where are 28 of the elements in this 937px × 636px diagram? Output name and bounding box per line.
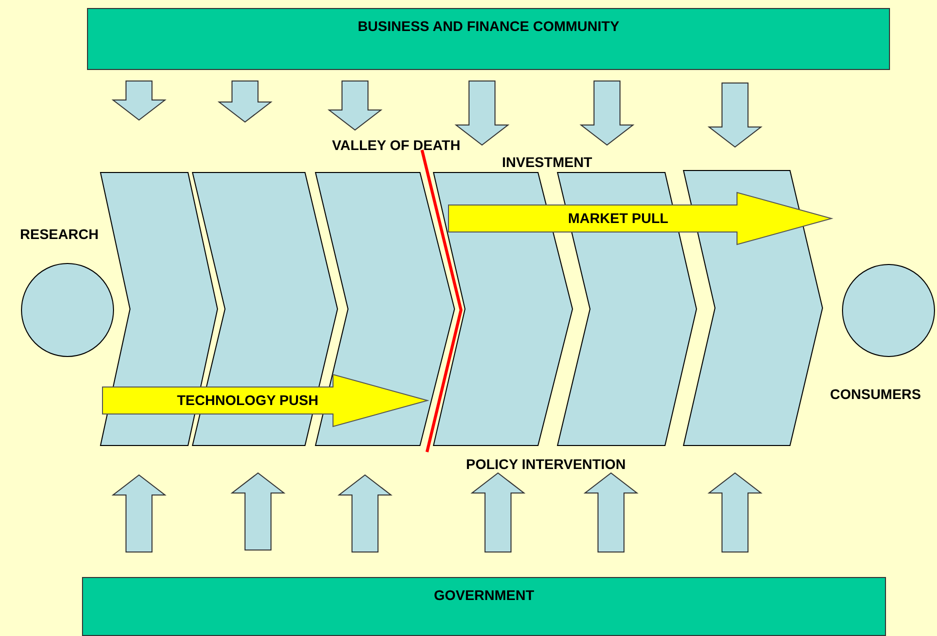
annotation-label: INVESTMENT: [502, 154, 592, 170]
annotation-label: RESEARCH: [20, 226, 99, 242]
circle-node: [842, 264, 935, 357]
chevron-stage: [557, 172, 697, 446]
organization-box: [82, 577, 886, 636]
block-arrow: [584, 472, 638, 552]
block-arrow: [112, 474, 166, 552]
block-arrow: [470, 472, 526, 552]
block-arrow: [338, 474, 392, 552]
annotation-label: CONSUMERS: [830, 386, 922, 402]
block-arrow: [708, 472, 762, 552]
block-arrow: [218, 80, 272, 123]
block-arrow: [112, 80, 166, 121]
banner: [102, 374, 428, 427]
block-arrow: [230, 472, 286, 550]
block-arrow: [580, 80, 634, 146]
block-arrow: [708, 82, 762, 148]
block-arrow: [328, 80, 382, 131]
node-title: MARKET PULL: [568, 210, 668, 226]
node-title: GOVERNMENT: [432, 587, 536, 603]
annotation-label: POLICY INTERVENTION: [466, 456, 626, 472]
block-arrow: [454, 80, 510, 146]
banner: [448, 192, 832, 245]
annotation-label: VALLEY OF DEATH: [332, 137, 460, 153]
node-title: BUSINESS AND FINANCE COMMUNITY: [356, 18, 620, 34]
node-title: TECHNOLOGY PUSH: [177, 392, 318, 408]
organization-box: [87, 8, 890, 70]
circle-node: [21, 263, 114, 357]
